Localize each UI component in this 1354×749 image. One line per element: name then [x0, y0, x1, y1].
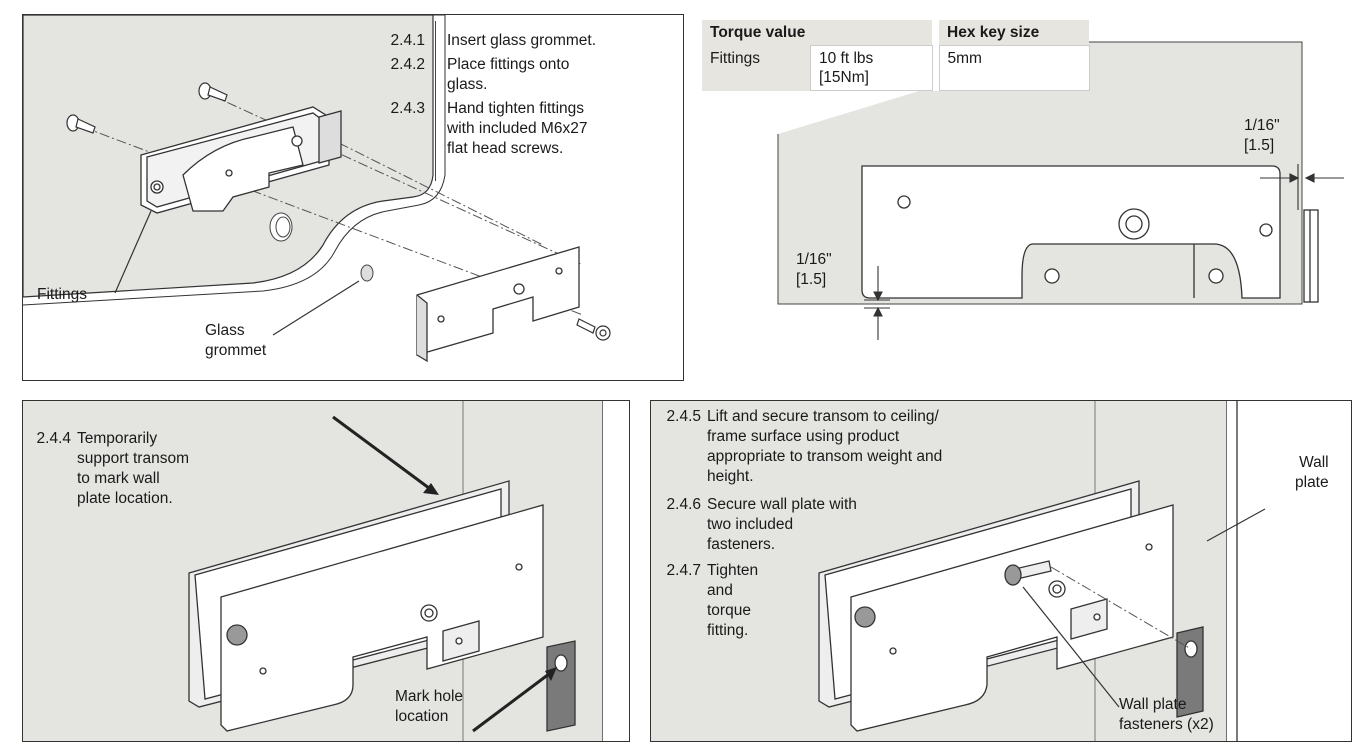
callout-mark-hole-location: Mark hole location	[395, 688, 464, 725]
step-number-2-4-6: 2.4.6	[666, 496, 701, 513]
panel-step-2-4-5: 2.4.5 Lift and secure transom to ceiling…	[650, 400, 1352, 742]
callout-glass-grommet: Glass grommet	[205, 322, 267, 359]
step-number-2-4-7: 2.4.7	[666, 562, 701, 579]
screw-icon	[66, 82, 228, 134]
wall-plate-install-illustration	[651, 401, 1351, 741]
panel-step-2-4-1: 2.4.1 Insert glass grommet. 2.4.2 Place …	[22, 14, 684, 381]
torque-table: Torque value Hex key size Fittings 10 ft…	[702, 20, 1090, 91]
step-text-2-4-4: Temporarily support transom to mark wall…	[77, 430, 189, 507]
step-number-2-4-1: 2.4.1	[390, 32, 425, 49]
step-number-2-4-3: 2.4.3	[390, 100, 425, 117]
row-label-fittings: Fittings	[702, 45, 811, 91]
step-number-2-4-5: 2.4.5	[666, 408, 701, 425]
callout-wall-plate: Wall plate	[1295, 454, 1329, 491]
fitting-glass-illustration	[23, 15, 611, 363]
step-text-2-4-3: Hand tighten fittings with included M6x2…	[447, 100, 588, 157]
transom-support-illustration	[23, 401, 629, 741]
step-text-2-4-7: Tighten and torque fitting.	[707, 562, 759, 639]
panel-clearance-diagram: Torque value Hex key size Fittings 10 ft…	[700, 14, 1354, 379]
step-text-2-4-6: Secure wall plate with two included fast…	[707, 496, 857, 553]
step-divider	[435, 21, 436, 181]
dimension-label-left: 1/16" [1.5]	[796, 251, 832, 288]
step-text-2-4-5: Lift and secure transom to ceiling/ fram…	[707, 408, 943, 485]
step-number-2-4-2: 2.4.2	[390, 56, 425, 73]
torque-value: 10 ft lbs [15Nm]	[810, 45, 933, 91]
step-text-2-4-1: Insert glass grommet.	[447, 32, 597, 49]
hex-header: Hex key size	[939, 20, 1089, 46]
torque-header: Torque value	[702, 20, 932, 46]
clearance-diagram-illustration	[777, 41, 1344, 340]
panel-step-2-4-4: 2.4.4 Temporarily support transom to mar…	[22, 400, 630, 742]
callout-fittings: Fittings	[37, 286, 87, 303]
callout-wall-plate-fasteners: Wall plate fasteners (x2)	[1119, 696, 1214, 733]
step-number-2-4-4: 2.4.4	[36, 430, 71, 447]
step-text-2-4-2: Place fittings onto glass.	[447, 56, 570, 93]
hex-value: 5mm	[938, 45, 1090, 91]
dimension-label-top: 1/16" [1.5]	[1244, 117, 1280, 154]
